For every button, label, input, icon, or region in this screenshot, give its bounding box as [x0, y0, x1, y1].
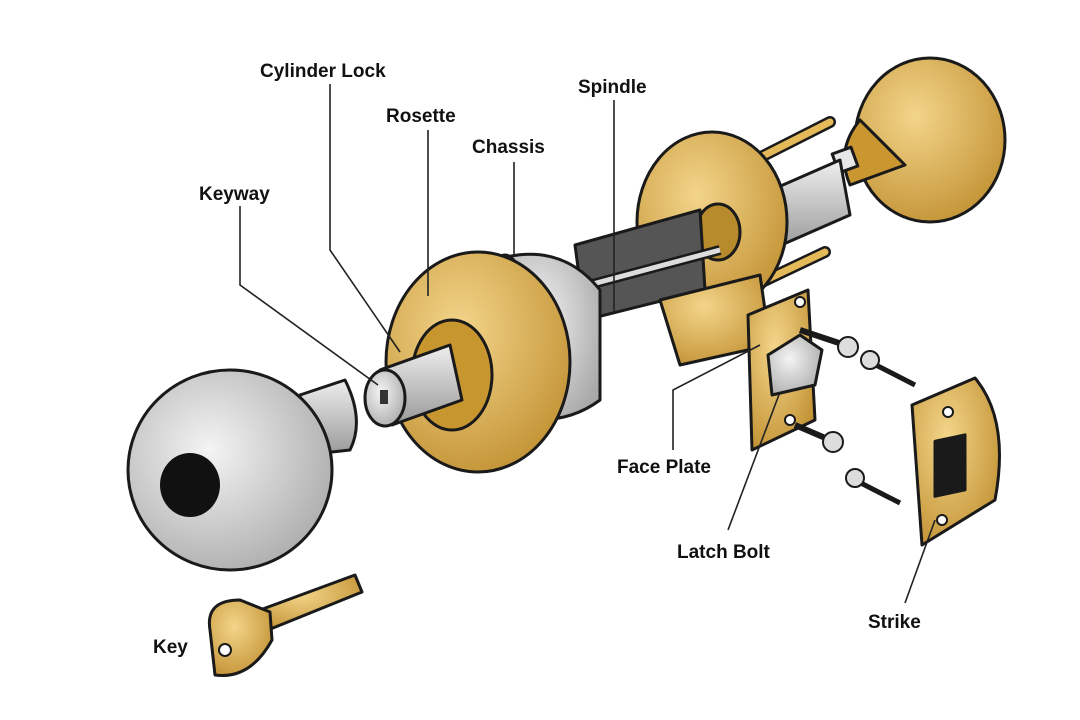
strike-plate — [910, 376, 1001, 547]
label-rosette: Rosette — [386, 106, 456, 127]
outer-knob — [126, 368, 358, 572]
cylinder-lock — [363, 343, 464, 428]
faceplate-screws — [793, 327, 917, 506]
latch-bolt — [766, 333, 824, 397]
label-cylinder-lock: Cylinder Lock — [260, 61, 386, 82]
label-keyway: Keyway — [199, 184, 270, 205]
label-face-plate: Face Plate — [617, 457, 711, 478]
label-spindle: Spindle — [578, 77, 647, 98]
leader-lines — [239, 84, 936, 604]
label-chassis: Chassis — [472, 137, 545, 158]
inner-knob — [830, 56, 1007, 224]
label-strike: Strike — [868, 612, 921, 633]
label-latch-bolt: Latch Bolt — [677, 542, 771, 563]
label-key: Key — [153, 637, 188, 658]
key — [207, 573, 364, 678]
rosette — [384, 250, 572, 474]
keyway-slot — [380, 390, 388, 404]
